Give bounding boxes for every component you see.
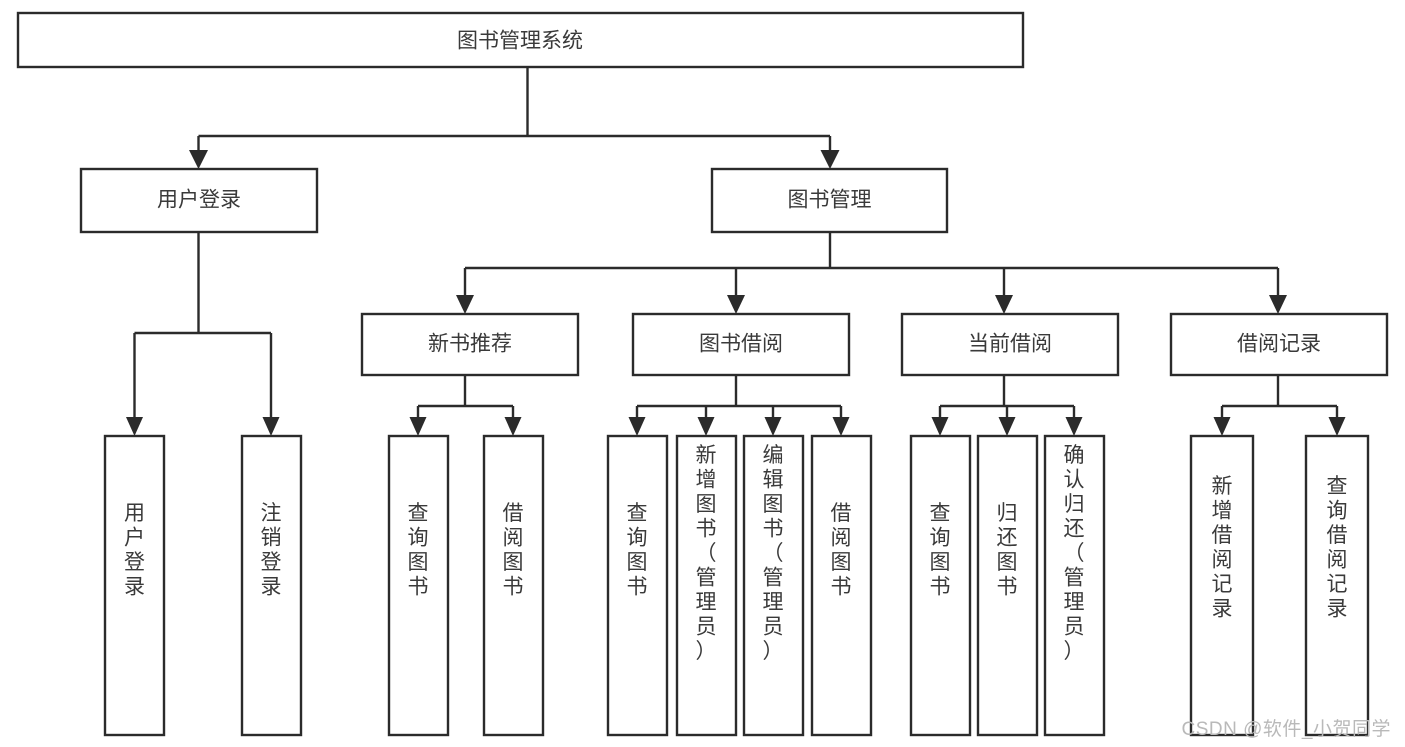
node-current-borrow[interactable]: 当前借阅 — [900, 312, 1120, 377]
leaf-borrow-book-2[interactable]: 借阅图书 — [810, 434, 873, 737]
leaf-confirm-return-label: 确认归还（管理员） — [1064, 444, 1085, 663]
leaf-add-record[interactable]: 新增借阅记录 — [1189, 434, 1255, 737]
arrowhead-leaf-edit-book — [764, 417, 782, 436]
node-new-book-recommend-box[interactable] — [360, 312, 580, 377]
node-new-book-recommend-label: 新书推荐 — [428, 333, 512, 356]
node-user-login-box[interactable] — [79, 167, 319, 234]
leaf-borrow-book-1[interactable]: 借阅图书 — [482, 434, 545, 737]
leaf-query-book-1[interactable]: 查询图书 — [387, 434, 450, 737]
arrowhead-leaf-borrow-book-1 — [504, 417, 522, 436]
leaf-query-book-1-box[interactable] — [387, 434, 450, 737]
leaf-query-book-3[interactable]: 查询图书 — [909, 434, 972, 737]
node-user-login-label: 用户登录 — [157, 189, 241, 212]
node-borrow-record-box[interactable] — [1169, 312, 1389, 377]
leaf-borrow-book-1-label: 借阅图书 — [503, 502, 524, 599]
leaf-edit-book-box[interactable] — [742, 434, 805, 737]
leaf-user-login-box[interactable] — [103, 434, 166, 737]
node-root-box[interactable] — [16, 11, 1025, 69]
arrowhead-leaf-query-book-1 — [409, 417, 427, 436]
leaf-query-book-3-box[interactable] — [909, 434, 972, 737]
arrowhead-leaf-query-book-2 — [628, 417, 646, 436]
node-new-book-recommend[interactable]: 新书推荐 — [360, 312, 580, 377]
node-borrow-record[interactable]: 借阅记录 — [1169, 312, 1389, 377]
arrowhead-leaf-query-record — [1328, 417, 1346, 436]
node-user-login[interactable]: 用户登录 — [79, 167, 319, 234]
leaf-add-record-label: 新增借阅记录 — [1212, 475, 1233, 621]
leaf-confirm-return[interactable]: 确认归还（管理员） — [1043, 434, 1106, 737]
arrowhead-leaf-confirm-return — [1065, 417, 1083, 436]
arrowhead-book-borrow — [727, 295, 745, 314]
arrowhead-leaf-user-logout — [262, 417, 280, 436]
node-root-label: 图书管理系统 — [457, 30, 583, 53]
leaf-query-book-2-label: 查询图书 — [627, 502, 648, 599]
leaf-query-record-box[interactable] — [1304, 434, 1370, 737]
leaf-return-book-box[interactable] — [976, 434, 1039, 737]
node-book-manage[interactable]: 图书管理 — [710, 167, 949, 234]
leaf-user-logout-box[interactable] — [240, 434, 303, 737]
leaf-query-book-3-label: 查询图书 — [930, 502, 951, 599]
arrowhead-borrow-record — [1269, 295, 1287, 314]
node-root[interactable]: 图书管理系统 — [16, 11, 1025, 69]
leaf-query-record-label: 查询借阅记录 — [1327, 475, 1348, 621]
arrowhead-book-manage — [820, 150, 840, 169]
leaf-return-book[interactable]: 归还图书 — [976, 434, 1039, 737]
node-book-manage-box[interactable] — [710, 167, 949, 234]
arrowhead-leaf-add-record — [1213, 417, 1231, 436]
arrowhead-new-book-recommend — [456, 295, 474, 314]
leaf-query-book-2-box[interactable] — [606, 434, 669, 737]
leaf-borrow-book-1-box[interactable] — [482, 434, 545, 737]
leaf-user-login-label: 用户登录 — [124, 502, 145, 599]
leaf-add-book-label: 新增图书（管理员） — [696, 444, 717, 663]
leaf-edit-book-label: 编辑图书（管理员） — [763, 444, 784, 663]
node-borrow-record-label: 借阅记录 — [1237, 333, 1321, 356]
node-book-manage-label: 图书管理 — [788, 189, 872, 212]
leaf-edit-book[interactable]: 编辑图书（管理员） — [742, 434, 805, 737]
leaf-query-book-1-label: 查询图书 — [408, 502, 429, 599]
node-book-borrow-box[interactable] — [631, 312, 851, 377]
csdn-watermark: CSDN @软件_小贺同学 — [1181, 719, 1391, 740]
leaf-user-login[interactable]: 用户登录 — [103, 434, 166, 737]
node-current-borrow-box[interactable] — [900, 312, 1120, 377]
connector-layer — [126, 67, 1346, 436]
leaf-confirm-return-box[interactable] — [1043, 434, 1106, 737]
arrowhead-user-login — [189, 150, 208, 169]
arrowhead-leaf-return-book — [998, 417, 1016, 436]
leaf-borrow-book-2-label: 借阅图书 — [831, 502, 852, 599]
arrowhead-leaf-borrow-book-2 — [832, 417, 850, 436]
leaf-user-logout[interactable]: 注销登录 — [240, 434, 303, 737]
node-book-borrow-label: 图书借阅 — [699, 333, 783, 356]
leaf-borrow-book-2-box[interactable] — [810, 434, 873, 737]
node-current-borrow-label: 当前借阅 — [968, 333, 1052, 356]
arrowhead-current-borrow — [995, 295, 1013, 314]
leaf-query-record[interactable]: 查询借阅记录 — [1304, 434, 1370, 737]
leaf-query-book-2[interactable]: 查询图书 — [606, 434, 669, 737]
arrowhead-leaf-user-login — [126, 417, 143, 436]
leaf-return-book-label: 归还图书 — [997, 502, 1018, 599]
leaf-add-book[interactable]: 新增图书（管理员） — [675, 434, 738, 737]
leaf-user-logout-label: 注销登录 — [261, 502, 282, 599]
node-book-borrow[interactable]: 图书借阅 — [631, 312, 851, 377]
leaf-add-record-box[interactable] — [1189, 434, 1255, 737]
arrowhead-leaf-add-book — [697, 417, 715, 436]
leaf-add-book-box[interactable] — [675, 434, 738, 737]
arrowhead-leaf-query-book-3 — [931, 417, 949, 436]
